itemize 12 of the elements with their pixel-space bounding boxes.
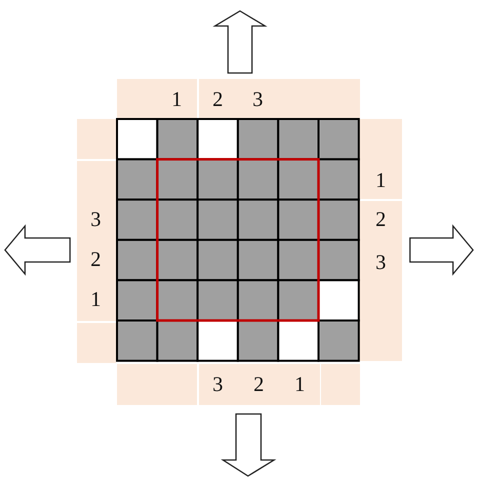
clue-number: 1 [376, 169, 386, 191]
clue-number: 2 [90, 248, 101, 270]
clue-number: 1 [172, 88, 182, 110]
clue-number: 2 [376, 208, 386, 230]
clue-number: 1 [90, 288, 101, 310]
clue-number: 3 [90, 208, 101, 230]
clue-number: 3 [376, 251, 386, 273]
clue-number: 1 [294, 373, 305, 395]
clue-number: 3 [252, 88, 263, 110]
clue-number: 2 [254, 373, 264, 395]
clue-number: 3 [212, 373, 223, 395]
clue-number: 2 [212, 88, 223, 110]
